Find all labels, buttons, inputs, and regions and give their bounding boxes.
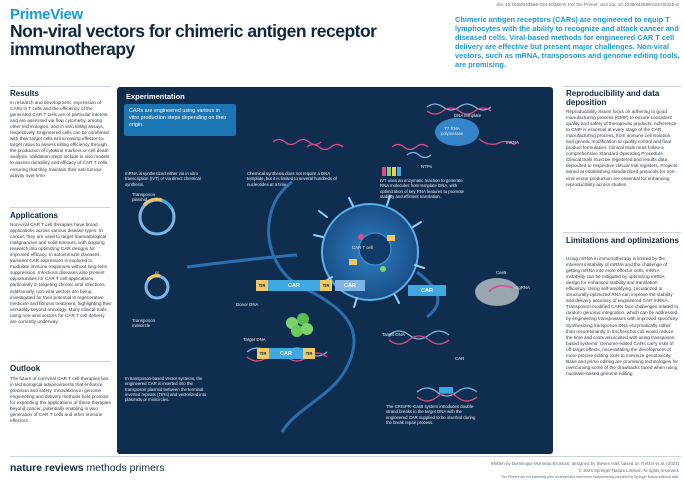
car-cassette: CAR (268, 280, 320, 291)
results-body: In research and development, expression … (10, 100, 110, 178)
label-cas9: Cas9 (496, 270, 507, 275)
label-dna-template: DNA template (454, 113, 482, 118)
intro-text: Chimeric antigen receptors (CARs) are en… (455, 15, 680, 70)
crispr-note: The CRISPR–Cas9 system introduces double… (386, 404, 476, 425)
page-title: Non-viral vectors for chimeric antigen r… (10, 21, 377, 59)
brand-primeview: PrimeView (10, 6, 83, 23)
reproducibility-body: Reproducibility issues focus on adhering… (566, 109, 678, 187)
cas9-complex (475, 278, 519, 306)
label-transposon-plasmid: Transposon plasmid (132, 192, 156, 202)
target-dna-helix (246, 330, 478, 402)
doi-line: doi: 10.1038/s43586-024-00360-0; For the… (496, 2, 679, 7)
divider (563, 86, 681, 87)
transposase-cluster (286, 313, 313, 337)
outlook-heading: Outlook (10, 364, 41, 373)
flow-arrow (186, 253, 298, 269)
label-mrna: mRNA (506, 140, 519, 145)
label-car-small: CAR (455, 356, 465, 361)
mrna-note: mRNA is synthesized either via in vitro … (125, 171, 201, 187)
ntps-cluster (391, 143, 432, 159)
label-cart: CAR T cell (352, 245, 373, 250)
car-block-3: CAR (408, 285, 446, 296)
label-sgrna: sgRNA (516, 285, 530, 290)
tir-left: TIR (256, 280, 268, 291)
results-heading: Results (10, 89, 39, 98)
car-block-2: CAR (335, 280, 365, 291)
reproducibility-heading: Reproducibility and data deposition (566, 89, 660, 107)
divider (10, 86, 110, 87)
applications-body: Non-viral CAR T cell therapies have broa… (10, 222, 112, 324)
car-lower: CAR (269, 348, 303, 359)
experimentation-illustration (138, 103, 519, 433)
blocks-dna (382, 167, 401, 176)
tir-right: TIR (320, 280, 332, 291)
flow-arrow (267, 180, 356, 433)
label-or: or (155, 270, 159, 275)
transposon-note: In transposon-based vector systems, the … (125, 376, 207, 403)
footer-copyright: © 2024 Springer Nature Limited. All righ… (578, 468, 679, 473)
transposon-minicircle (144, 274, 170, 300)
divider (10, 361, 110, 362)
limitations-heading: Limitations and optimizations (566, 236, 679, 245)
ivt-note: IVT uses an enzymatic reaction to genera… (380, 178, 465, 199)
footer-divider (10, 456, 681, 457)
outlook-body: The future of non-viral CAR T cell thera… (10, 376, 111, 424)
mrna-strands (272, 138, 344, 151)
experimentation-panel (117, 87, 553, 454)
transposon-plasmid (138, 197, 176, 236)
experimentation-heading: Experimentation (126, 92, 185, 101)
tir-lower-right: TIR (303, 348, 315, 359)
footer-credits: Written by Dominique Morneau-Brosnan; de… (490, 461, 679, 466)
label-donor-dna: Donor DNA (236, 302, 259, 307)
label-target-dna-right: Target DNA (382, 332, 405, 337)
limitations-body: Using mRNA in immunotherapy is limited b… (566, 256, 679, 376)
chemical-synthesis-note: Chemical synthesis does not require a DN… (247, 171, 337, 187)
divider (563, 232, 681, 233)
cart-cell (313, 195, 425, 308)
divider (10, 207, 110, 208)
label-transposon-minicircle: Transposon minicircle (132, 318, 156, 328)
dna-template (426, 103, 516, 146)
label-ntps: NTPs (421, 164, 432, 169)
applications-heading: Applications (10, 211, 59, 220)
label-t7: T7 RNA polymerase (440, 126, 464, 136)
label-target-dna-left: Target DNA (243, 337, 266, 342)
tir-lower-left: TIR (257, 348, 269, 359)
footer-fine-print: The Primers are not externally peer revi… (500, 475, 679, 479)
experimentation-summary: CARs are engineered using various in vit… (124, 104, 236, 136)
footer-brand: nature reviews methods primers (10, 462, 165, 474)
